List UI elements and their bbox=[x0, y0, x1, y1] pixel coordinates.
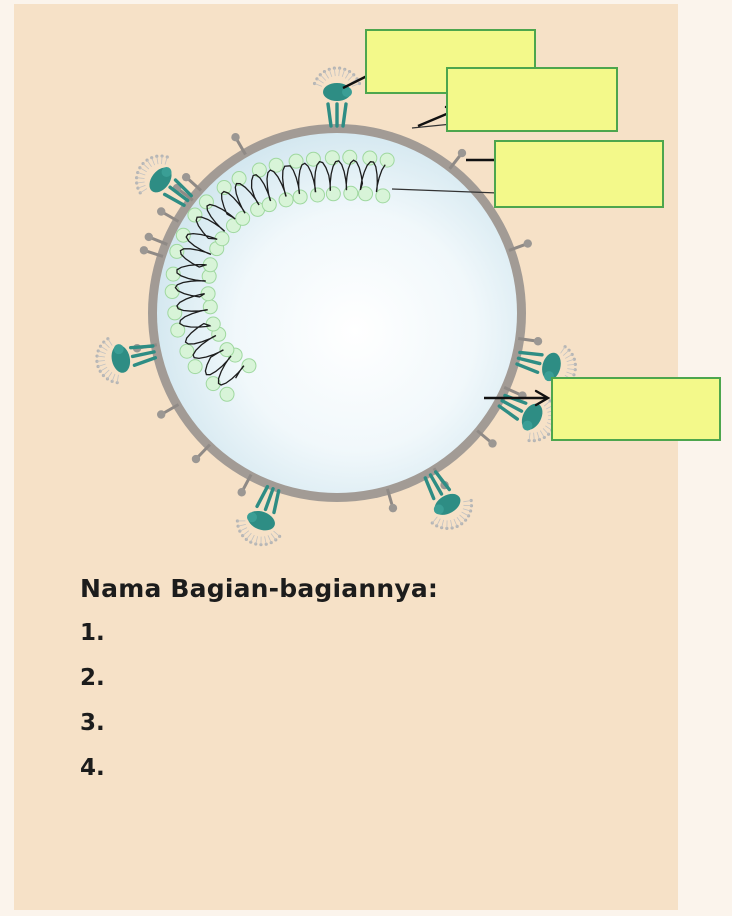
capsomer bbox=[376, 189, 390, 203]
capsomer bbox=[325, 151, 339, 165]
membrane-protein bbox=[477, 431, 497, 448]
capsomer bbox=[199, 195, 213, 209]
answer-item-3[interactable]: 3. bbox=[80, 710, 105, 755]
capsomer bbox=[206, 317, 220, 331]
capsomer bbox=[217, 181, 231, 195]
label-box-2[interactable] bbox=[446, 67, 618, 132]
spike-protein bbox=[95, 337, 155, 384]
membrane-protein bbox=[231, 133, 245, 155]
capsomer bbox=[220, 387, 234, 401]
spike-protein bbox=[499, 395, 557, 442]
answer-item-1[interactable]: 1. bbox=[80, 620, 105, 665]
capsomer bbox=[165, 285, 179, 299]
capsomer bbox=[170, 244, 184, 258]
membrane-protein bbox=[450, 149, 467, 169]
capsomer bbox=[188, 360, 202, 374]
capsomer bbox=[220, 343, 234, 357]
capsomer bbox=[293, 190, 307, 204]
spike-protein bbox=[135, 154, 191, 205]
spike-protein bbox=[425, 472, 473, 530]
viral-envelope bbox=[148, 124, 526, 502]
capsomer bbox=[343, 150, 357, 164]
label-box-3[interactable] bbox=[494, 140, 664, 208]
membrane-protein bbox=[157, 207, 179, 221]
capsomer bbox=[242, 359, 256, 373]
capsomer bbox=[380, 153, 394, 167]
label-box-4[interactable] bbox=[551, 377, 721, 441]
membrane-protein bbox=[237, 475, 251, 497]
parts-heading: Nama Bagian-bagiannya: bbox=[80, 574, 438, 603]
answer-list: 1. 2. 3. 4. bbox=[80, 620, 105, 800]
capsomer bbox=[180, 344, 194, 358]
membrane-protein bbox=[192, 445, 210, 464]
spike-protein bbox=[313, 67, 361, 126]
capsomer bbox=[311, 188, 325, 202]
capsomer bbox=[203, 300, 217, 314]
capsomer bbox=[188, 208, 202, 222]
capsomer bbox=[262, 198, 276, 212]
answer-item-2[interactable]: 2. bbox=[80, 665, 105, 710]
membrane-protein bbox=[157, 405, 179, 419]
capsomer bbox=[236, 211, 250, 225]
capsomer bbox=[168, 306, 182, 320]
answer-item-4[interactable]: 4. bbox=[80, 755, 105, 800]
capsomer bbox=[326, 187, 340, 201]
